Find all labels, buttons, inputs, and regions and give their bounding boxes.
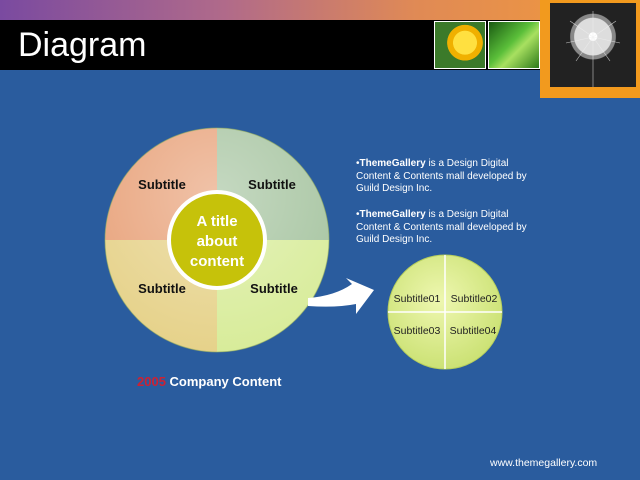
bullet-marker: • xyxy=(356,158,360,169)
big-quadrant-label-4: Subtitle xyxy=(250,281,298,296)
slide-title: Diagram xyxy=(18,26,147,64)
bullet-line: Guild Design Inc. xyxy=(356,234,433,245)
bullet-brand: ThemeGallery xyxy=(359,209,426,220)
bullet-line: Guild Design Inc. xyxy=(356,183,433,194)
caption-text: Company Content xyxy=(165,374,282,389)
small-quadrant-label-2: Subtitle02 xyxy=(451,293,498,305)
curved-arrow xyxy=(308,278,374,314)
dandelion-photo xyxy=(550,3,636,87)
bullet-marker: • xyxy=(356,209,360,220)
center-circle xyxy=(167,190,267,290)
bullet-paragraph-1: •ThemeGallery is a Design Digital Conten… xyxy=(356,158,556,196)
small-quadrant-label-1: Subtitle01 xyxy=(394,293,441,305)
small-circle xyxy=(387,254,503,370)
bullet-paragraph-2: •ThemeGallery is a Design Digital Conten… xyxy=(356,209,556,247)
big-quadrant-label-2: Subtitle xyxy=(248,177,296,192)
bullet-brand: ThemeGallery xyxy=(359,158,426,169)
green-leaf-photo xyxy=(488,21,540,69)
bullet-line: Content & Contents mall developed by xyxy=(356,170,527,182)
yellow-rose-photo xyxy=(434,21,486,69)
big-quadrant-label-3: Subtitle xyxy=(138,281,186,296)
bullet-line: is a Design Digital xyxy=(425,158,509,169)
big-quadrant-label-1: Subtitle xyxy=(138,177,186,192)
top-gradient-strip xyxy=(0,0,640,20)
small-quadrant-label-4: Subtitle04 xyxy=(450,325,497,337)
small-quadrant-label-3: Subtitle03 xyxy=(394,325,441,337)
bullet-line: Content & Contents mall developed by xyxy=(356,221,527,233)
caption-year: 2005 xyxy=(137,374,166,389)
bullet-line: is a Design Digital xyxy=(425,209,509,220)
company-caption: 2005 Company Content xyxy=(137,374,281,389)
center-title-line-2: about xyxy=(197,233,238,250)
center-title-line-1: A title xyxy=(196,213,237,230)
center-title-line-3: content xyxy=(190,253,244,270)
footer-url: www.themegallery.com xyxy=(490,457,598,469)
